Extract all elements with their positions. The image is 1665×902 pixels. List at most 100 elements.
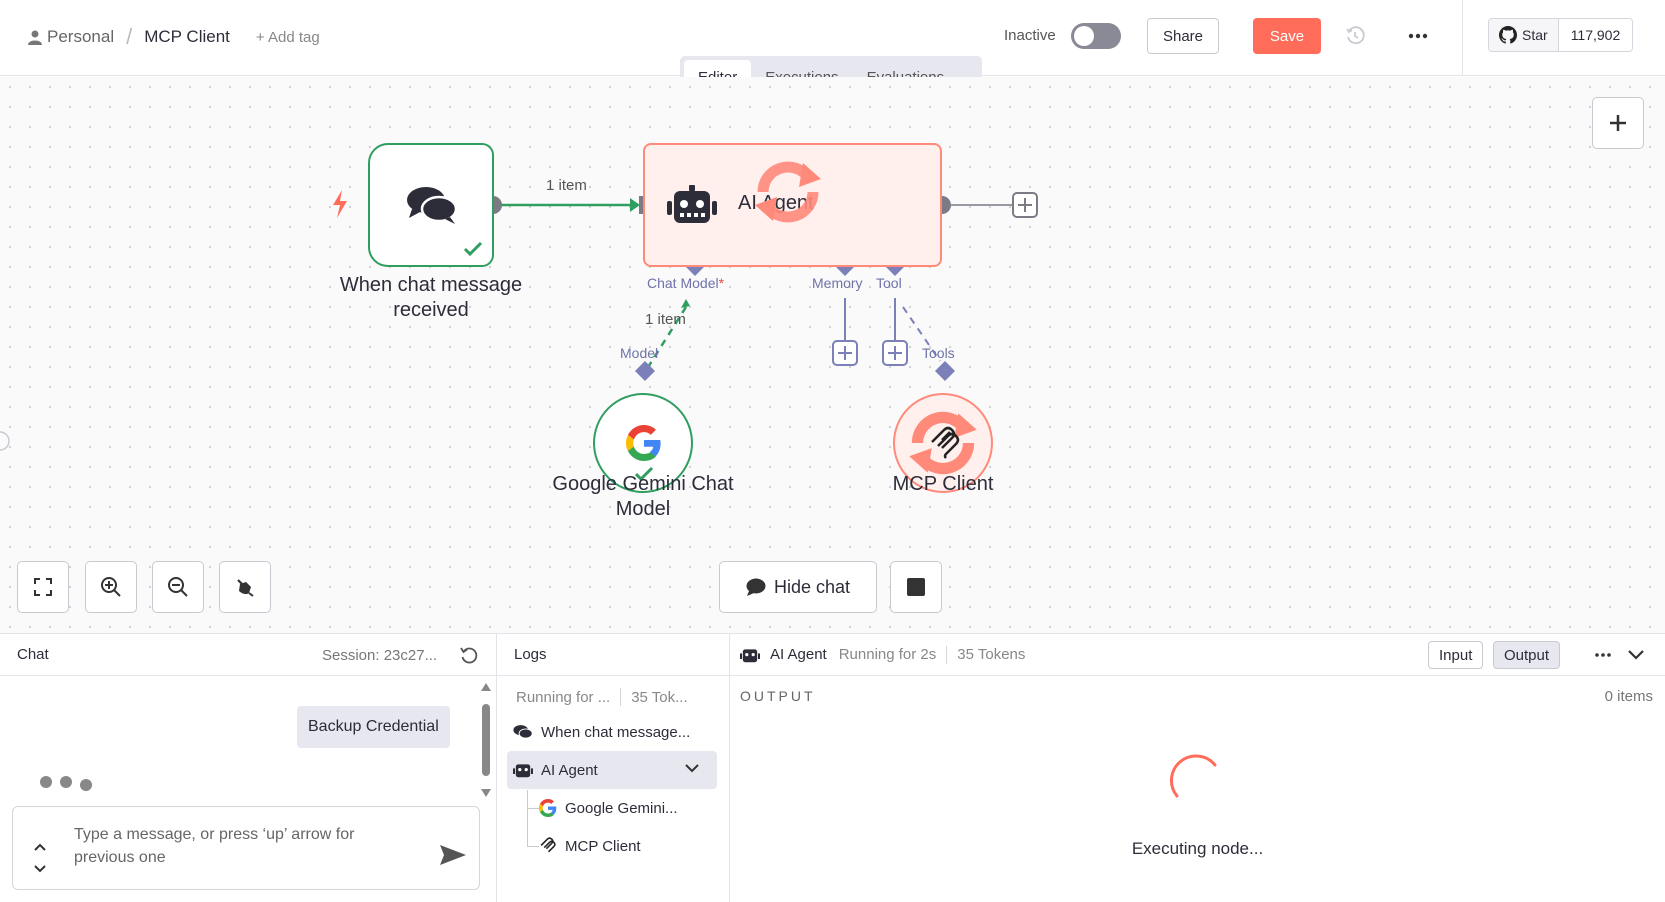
broom-icon [237,579,254,597]
active-toggle[interactable] [1071,23,1121,49]
running-spinner-icon [755,161,821,223]
robot-icon [740,648,760,662]
breadcrumb-separator: / [126,24,133,49]
breadcrumb: Personal / MCP Client + Add tag [28,24,320,50]
add-node-button[interactable] [1592,97,1644,149]
chevron-down-icon[interactable] [1627,646,1645,662]
history-icon[interactable] [1345,26,1365,46]
workflow-name[interactable]: MCP Client [144,27,230,46]
stop-execution-button[interactable] [890,561,942,613]
output-panel-header: AI Agent Running for 2s 35 Tokens Input … [730,634,1665,676]
loading-spinner-icon [1169,754,1217,798]
chat-input-placeholder: Type a message, or press ‘up’ arrow for … [74,826,355,866]
hide-chat-label: Hide chat [773,576,851,597]
memory-connector-label: Memory [812,275,863,291]
output-meta-divider [946,645,948,664]
chat-icon [746,578,766,596]
node-label-chat-trigger: When chat message received [339,274,523,321]
add-tag-button[interactable]: + Add tag [255,28,320,46]
workflow-status-label: Inactive [1004,27,1056,44]
success-check-icon [634,466,654,482]
logs-panel-title: Logs [514,646,547,663]
log-entry-label: When chat message... [541,723,691,741]
scrollbar-thumb[interactable] [482,704,490,776]
typing-indicator [40,776,92,791]
mcp-icon [540,837,556,853]
zoom-to-fit-button[interactable] [17,561,69,613]
logs-running-time: Running for ... [516,688,611,706]
google-icon [626,425,661,461]
robot-icon [513,764,533,778]
logs-panel-header: Logs [497,634,729,676]
mcp-icon [931,426,960,459]
plus-icon [1610,115,1626,131]
breadcrumb-owner-label: Personal [47,27,115,46]
output-section-label: OUTPUT [740,688,816,704]
save-button[interactable]: Save [1253,18,1321,54]
log-entry-label: MCP Client [565,837,641,855]
chat-message-user: Backup Credential [297,706,450,748]
model-connection-items-label: 1 item [645,311,686,328]
header-divider [1462,0,1463,76]
output-items-count: 0 items [1604,688,1653,705]
chat-panel: Chat Session: 23c27... Backup Credential… [0,634,497,902]
breadcrumb-owner[interactable]: Personal [28,27,114,47]
logs-panel: Logs Running for ... 35 Tok... When chat… [497,634,730,902]
zoom-out-button[interactable] [152,561,204,613]
google-icon [539,799,557,817]
chat-panel-title: Chat [17,646,49,663]
output-token-count: 35 Tokens [957,646,1026,663]
log-entry-mcp[interactable]: MCP Client [533,827,717,865]
chevron-down-icon[interactable] [685,763,699,773]
input-view-button[interactable]: Input [1428,641,1484,669]
github-star[interactable]: Star [1489,19,1559,51]
scroll-up-icon[interactable] [480,682,492,692]
log-entry-chat-trigger[interactable]: When chat message... [507,713,717,751]
chat-model-label-text: Chat Model [647,275,719,291]
log-entry-label: AI Agent [541,761,598,779]
share-button[interactable]: Share [1147,18,1219,54]
chat-bubbles-icon [407,187,458,224]
execution-status: Executing node... [1131,839,1264,858]
tidy-up-button[interactable] [219,561,271,613]
chat-message-input[interactable]: Type a message, or press ‘up’ arrow for … [12,806,480,890]
fit-view-icon [34,578,52,596]
log-tree-branch [527,846,539,847]
more-options-icon[interactable] [1594,647,1612,663]
scroll-down-icon[interactable] [480,788,492,798]
history-arrows-icon[interactable] [33,841,47,875]
reset-session-icon[interactable] [459,645,479,665]
tool-connector-label: Tool [876,275,902,291]
logs-summary: Running for ... 35 Tok... [516,688,688,706]
typing-dot [40,776,52,788]
log-entry-ai-agent[interactable]: AI Agent [507,751,717,789]
node-label-gemini: Google Gemini Chat Model [552,473,734,520]
log-entry-gemini[interactable]: Google Gemini... [533,789,717,827]
running-spinner-icon [909,411,977,475]
more-options-icon[interactable] [1406,26,1430,46]
typing-dot [80,779,92,791]
chat-scrollbar[interactable] [479,682,493,798]
output-view-button[interactable]: Output [1493,641,1561,669]
send-icon[interactable] [439,843,467,867]
workflow-canvas[interactable]: When chat message received AI Agent 1 it… [0,77,1665,633]
github-star-button[interactable]: Star 117,902 [1488,18,1634,52]
hide-chat-button[interactable]: Hide chat [719,561,877,613]
log-entry-label: Google Gemini... [565,799,678,817]
tools-connector-label: Tools [922,345,955,361]
bottom-panel: Chat Session: 23c27... Backup Credential… [0,633,1665,902]
logs-meta-divider [620,688,622,706]
success-check-icon [463,241,483,257]
chat-bubbles-icon [513,725,533,739]
typing-dot [60,776,72,788]
user-icon [28,30,42,45]
node-mcp-client[interactable] [893,393,993,493]
zoom-in-icon [101,577,121,597]
github-star-count: 117,902 [1558,19,1633,51]
node-chat-trigger[interactable] [368,143,494,267]
zoom-in-button[interactable] [85,561,137,613]
logs-token-count: 35 Tok... [631,688,688,706]
chat-model-connector-label: Chat Model* [647,275,724,291]
node-gemini-chat-model[interactable] [593,393,693,493]
session-id[interactable]: Session: 23c27... [322,647,438,664]
